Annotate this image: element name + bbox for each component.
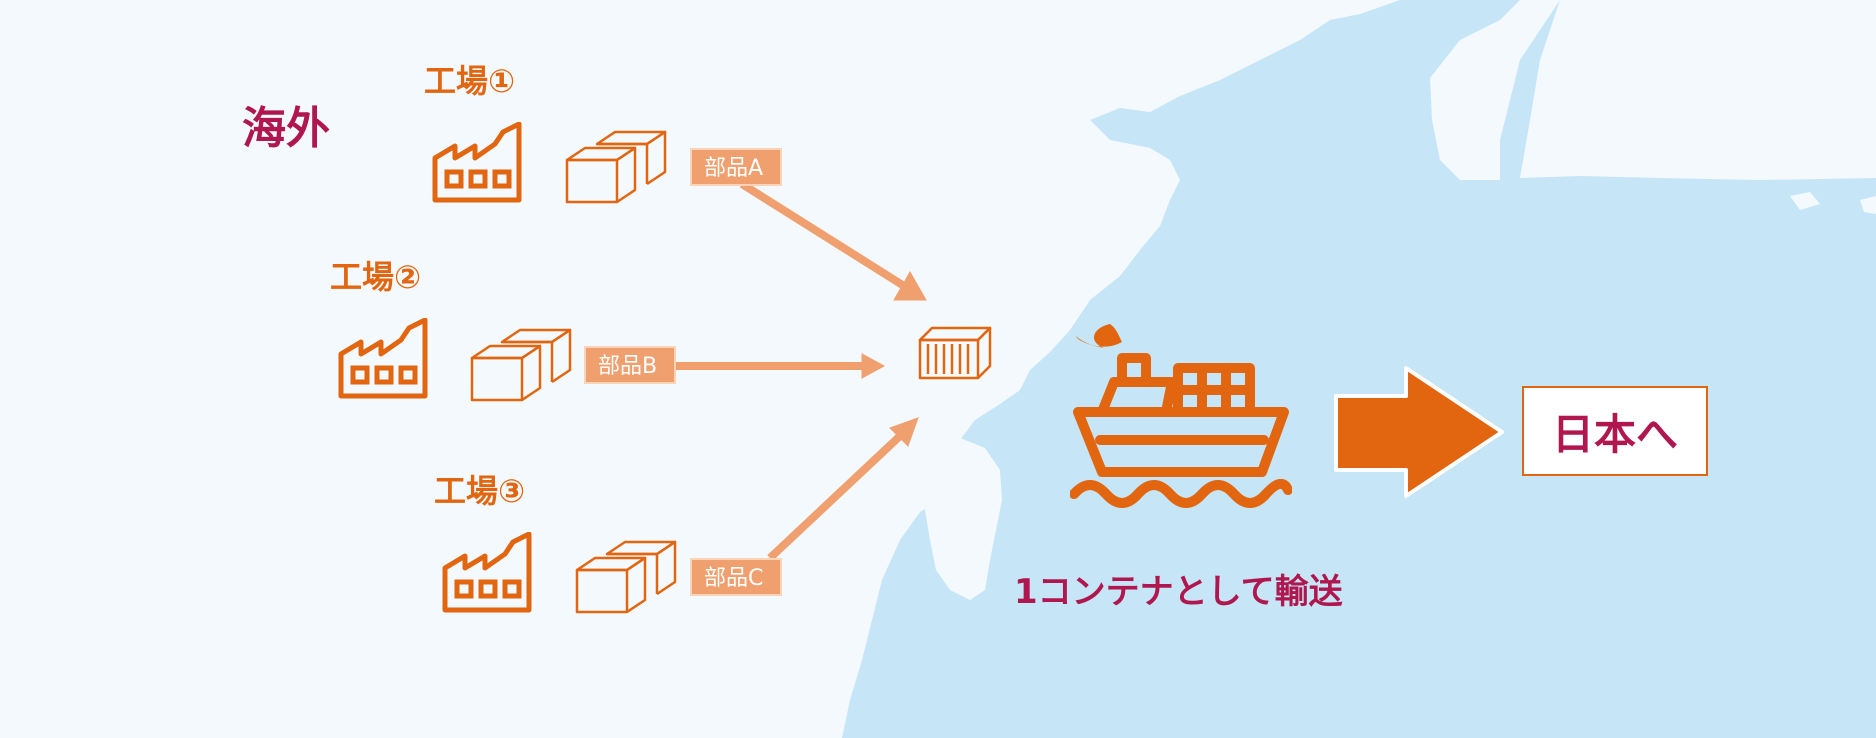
small-island bbox=[1860, 196, 1876, 214]
factory-label: 工場① bbox=[424, 62, 516, 100]
boxes-icon bbox=[575, 540, 677, 614]
factory-label: 工場③ bbox=[434, 472, 526, 510]
arrow-head-c bbox=[889, 417, 919, 447]
destination-label: 日本へ bbox=[1551, 409, 1678, 459]
factory-icon bbox=[341, 320, 425, 396]
factory-icon bbox=[445, 534, 529, 610]
ship-icon bbox=[1074, 324, 1288, 503]
part-tag: 部品C bbox=[690, 558, 782, 596]
north-land bbox=[1520, 0, 1876, 180]
sea-area bbox=[842, 0, 1876, 738]
part-tag: 部品B bbox=[584, 346, 676, 384]
destination-box: 日本へ bbox=[1522, 386, 1708, 476]
ship-icon-group bbox=[1074, 324, 1300, 528]
small-island bbox=[1790, 192, 1820, 210]
arrow-head-a bbox=[893, 270, 927, 301]
arrow-part-a bbox=[739, 180, 907, 290]
island-land bbox=[1430, 0, 1560, 180]
arrow-part-c bbox=[767, 433, 903, 561]
part-tag: 部品A bbox=[690, 148, 782, 186]
factory-icon bbox=[435, 124, 519, 200]
transport-caption: 1コンテナとして輸送 bbox=[1014, 572, 1343, 612]
factory-label: 工場② bbox=[330, 258, 422, 296]
container-icon bbox=[918, 326, 992, 380]
boxes-icon bbox=[565, 130, 667, 204]
boxes-icon bbox=[470, 328, 572, 402]
peninsula-land bbox=[925, 438, 1002, 600]
region-label: 海外 bbox=[242, 103, 330, 154]
arrow-head-b bbox=[861, 353, 886, 379]
right-arrow-icon bbox=[1334, 366, 1504, 498]
flow-arrows bbox=[676, 180, 927, 561]
